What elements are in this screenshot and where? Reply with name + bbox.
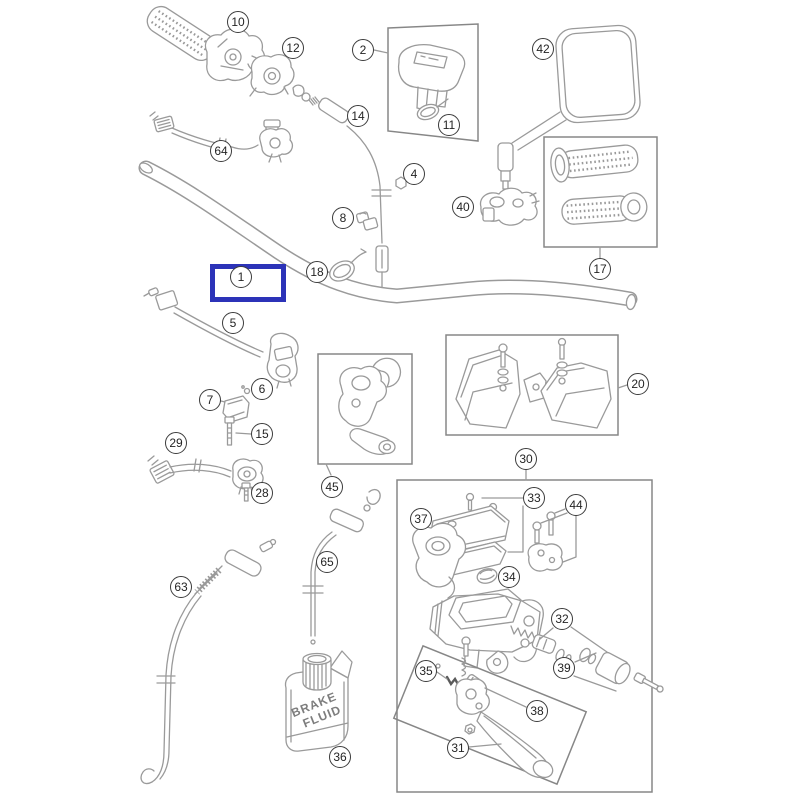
throttle-cable-14-drawing xyxy=(292,84,392,296)
callout-15[interactable]: 15 xyxy=(251,423,273,445)
callout-30[interactable]: 30 xyxy=(515,448,537,470)
clamp-bracket-40-drawing xyxy=(479,187,540,226)
handlebar-drawing xyxy=(138,160,638,311)
callout-17[interactable]: 17 xyxy=(589,258,611,280)
callout-35[interactable]: 35 xyxy=(415,660,437,682)
callout-33[interactable]: 33 xyxy=(523,487,545,509)
callout-12[interactable]: 12 xyxy=(282,37,304,59)
callout-37[interactable]: 37 xyxy=(410,508,432,530)
bolt-15-drawing xyxy=(224,416,252,446)
master-cylinder-group-30-drawing xyxy=(392,469,664,793)
clamp-8-drawing xyxy=(355,211,379,231)
callout-42[interactable]: 42 xyxy=(532,38,554,60)
selected-part-highlight xyxy=(210,264,286,302)
callout-2[interactable]: 2 xyxy=(352,39,374,61)
callout-34[interactable]: 34 xyxy=(498,566,520,588)
hot-start-group-45-drawing xyxy=(317,353,413,476)
callout-14[interactable]: 14 xyxy=(347,105,369,127)
handguards-group-20-drawing xyxy=(445,334,628,436)
kill-switch-29-drawing xyxy=(147,455,264,495)
clutch-cable-63-drawing xyxy=(140,538,277,785)
callout-4[interactable]: 4 xyxy=(403,163,425,185)
callout-18[interactable]: 18 xyxy=(306,261,328,283)
callout-65[interactable]: 65 xyxy=(316,551,338,573)
callout-39[interactable]: 39 xyxy=(553,657,575,679)
callout-6[interactable]: 6 xyxy=(251,378,273,400)
nut-4-drawing xyxy=(395,176,407,190)
grips-group-17-drawing xyxy=(543,136,658,259)
bracket-7-drawing xyxy=(220,395,250,423)
bolt-28-drawing xyxy=(241,482,251,502)
grip-assembly-10-drawing xyxy=(146,5,268,82)
screw-6-drawing xyxy=(241,385,251,395)
callout-40[interactable]: 40 xyxy=(452,196,474,218)
callout-20[interactable]: 20 xyxy=(627,373,649,395)
brake-fluid-bottle-36-drawing: BRAKE FLUID xyxy=(284,650,353,752)
callout-1[interactable]: 1 xyxy=(230,266,252,288)
decomp-cable-5-drawing xyxy=(143,287,299,389)
callout-10[interactable]: 10 xyxy=(227,11,249,33)
callout-63[interactable]: 63 xyxy=(170,576,192,598)
cable-tie-18-drawing xyxy=(329,248,367,282)
speedometer-group-drawing xyxy=(373,23,479,142)
callout-44[interactable]: 44 xyxy=(565,494,587,516)
mirror-42-drawing xyxy=(497,24,641,190)
callout-28[interactable]: 28 xyxy=(251,482,273,504)
switch-housing-12-drawing xyxy=(249,53,295,97)
callout-31[interactable]: 31 xyxy=(447,737,469,759)
callout-8[interactable]: 8 xyxy=(332,207,354,229)
callout-11[interactable]: 11 xyxy=(438,114,460,136)
callout-45[interactable]: 45 xyxy=(321,476,343,498)
callout-36[interactable]: 36 xyxy=(329,746,351,768)
callout-64[interactable]: 64 xyxy=(210,140,232,162)
callout-7[interactable]: 7 xyxy=(199,389,221,411)
hot-start-cable-65-drawing xyxy=(302,488,381,645)
cable-tie-11-drawing xyxy=(416,98,449,121)
callout-32[interactable]: 32 xyxy=(551,608,573,630)
callout-5[interactable]: 5 xyxy=(222,312,244,334)
callout-38[interactable]: 38 xyxy=(526,700,548,722)
callout-29[interactable]: 29 xyxy=(165,432,187,454)
